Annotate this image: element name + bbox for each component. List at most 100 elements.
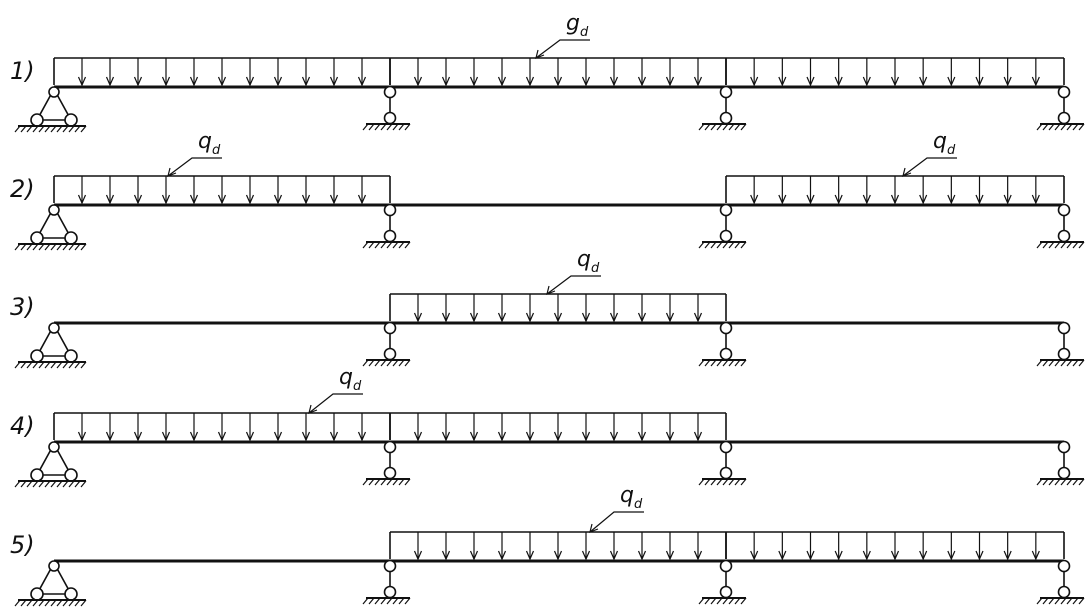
case-label: 4) — [10, 412, 35, 440]
leader-arrow-icon — [167, 167, 177, 177]
load-subscript: d — [947, 143, 956, 158]
load-arrow-icon — [413, 413, 423, 442]
case-label: 5) — [10, 531, 35, 559]
pin-support-icon — [14, 86, 87, 133]
pin-support-icon — [14, 441, 87, 488]
load-arrow-icon — [301, 413, 311, 442]
distributed-load — [389, 57, 727, 87]
distributed-load — [389, 412, 727, 442]
load-arrow-icon — [133, 413, 143, 442]
load-arrow-icon — [469, 58, 479, 87]
load-arrow-icon — [105, 176, 115, 205]
roller-support-icon — [698, 203, 747, 249]
load-arrow-icon — [609, 294, 619, 323]
load-arrow-icon — [890, 58, 900, 87]
load-arrow-icon — [609, 413, 619, 442]
load-arrow-icon — [525, 58, 535, 87]
load-arrow-icon — [1031, 532, 1040, 561]
load-arrow-icon — [301, 58, 311, 87]
load-arrow-icon — [553, 294, 563, 323]
load-arrow-icon — [806, 58, 815, 87]
leader-line — [308, 393, 363, 414]
pin-support-icon — [14, 560, 87, 607]
load-arrow-icon — [525, 413, 535, 442]
load-arrow-icon — [441, 532, 451, 561]
roller-support-icon — [1036, 203, 1085, 249]
leader-arrow-icon — [902, 167, 912, 177]
load-symbol: g — [566, 11, 580, 36]
load-arrow-icon — [497, 294, 507, 323]
load-arrow-icon — [161, 413, 171, 442]
load-arrow-icon — [553, 413, 563, 442]
load-arrow-icon — [806, 176, 815, 205]
leader-line — [167, 157, 222, 177]
load-arrow-icon — [806, 532, 815, 561]
load-arrow-icon — [217, 176, 227, 205]
load-arrow-icon — [1031, 176, 1040, 205]
load-arrow-icon — [245, 413, 255, 442]
load-arrow-icon — [834, 532, 843, 561]
load-arrow-icon — [947, 532, 956, 561]
load-arrow-icon — [133, 58, 143, 87]
load-arrow-icon — [890, 532, 900, 561]
roller-support-icon — [362, 559, 411, 605]
load-arrow-icon — [497, 532, 507, 561]
load-arrow-icon — [609, 58, 619, 87]
load-subscript: d — [591, 261, 600, 276]
load-symbol: q — [620, 483, 634, 508]
load-arrow-icon — [750, 176, 759, 205]
leader-line — [902, 157, 957, 177]
load-arrow-icon — [77, 413, 87, 442]
load-arrow-icon — [273, 413, 283, 442]
load-arrow-icon — [947, 58, 956, 87]
load-arrow-icon — [469, 294, 479, 323]
load-arrow-icon — [77, 176, 87, 205]
load-arrow-icon — [919, 176, 928, 205]
case-label: 1) — [10, 57, 35, 85]
load-arrow-icon — [189, 176, 199, 205]
load-arrow-icon — [862, 176, 871, 205]
load-arrow-icon — [329, 176, 339, 205]
load-arrow-icon — [525, 294, 535, 323]
leader-arrow-icon — [589, 523, 599, 533]
load-symbol: q — [577, 247, 591, 272]
leader-line — [589, 511, 644, 533]
load-arrow-icon — [441, 294, 451, 323]
distributed-load — [53, 175, 391, 205]
load-arrow-icon — [497, 413, 507, 442]
leader-arrow-icon — [535, 49, 545, 59]
roller-support-icon — [362, 440, 411, 486]
load-arrow-icon — [693, 532, 703, 561]
roller-support-icon — [362, 203, 411, 249]
pin-support-icon — [14, 322, 87, 369]
load-arrow-icon — [329, 413, 339, 442]
load-arrow-icon — [609, 532, 619, 561]
pin-support-icon — [14, 204, 87, 251]
roller-support-icon — [1036, 440, 1085, 486]
load-arrow-icon — [357, 413, 367, 442]
load-arrow-icon — [161, 58, 171, 87]
load-arrow-icon — [413, 294, 423, 323]
load-arrow-icon — [919, 58, 928, 87]
load-arrow-icon — [862, 532, 871, 561]
load-arrow-icon — [834, 176, 843, 205]
distributed-load — [53, 57, 391, 87]
load-arrow-icon — [525, 532, 535, 561]
load-arrow-icon — [553, 532, 563, 561]
load-symbol: q — [933, 129, 947, 154]
load-subscript: d — [212, 143, 221, 158]
load-arrow-icon — [217, 58, 227, 87]
load-arrow-icon — [637, 58, 647, 87]
load-arrow-icon — [693, 58, 703, 87]
load-arrow-icon — [581, 58, 591, 87]
leader-arrow-icon — [546, 285, 556, 295]
load-arrow-icon — [245, 176, 255, 205]
load-arrow-icon — [329, 58, 339, 87]
leader-line — [535, 39, 590, 59]
load-arrow-icon — [469, 532, 479, 561]
load-subscript: d — [580, 25, 589, 40]
